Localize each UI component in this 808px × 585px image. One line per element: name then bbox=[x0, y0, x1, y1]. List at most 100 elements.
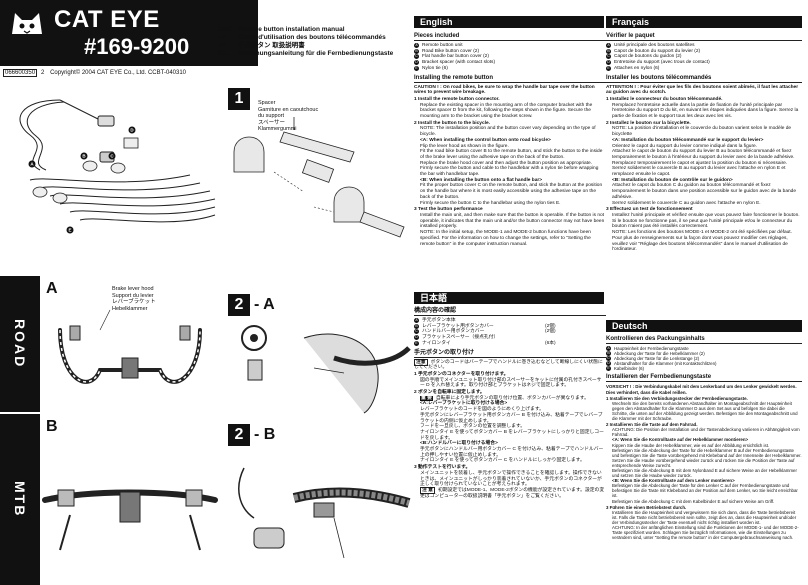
copyright-text: Copyright© 2004 CAT EYE Co., Ltd. CCBT-0… bbox=[50, 70, 186, 76]
french-step2a-item: Serrez solidement le couvercle B au supp… bbox=[612, 166, 786, 178]
french-step3-head: 3 Effectuez un test de fonctionnement bbox=[606, 207, 693, 213]
french-step2a-item: Orientez le capot du support du levier c… bbox=[612, 143, 758, 149]
french-step3-text: Installez l'unité principale et vérifiez… bbox=[612, 212, 800, 230]
spacer-label: Spacer Garniture en caoutchouc du suppor… bbox=[258, 100, 319, 132]
language-title-list: ENG: Remote button installation manual F… bbox=[218, 26, 414, 58]
japanese-step2a-item: 手元ボタンにレバーブラケット用ボタンカバー B を付け込み、粘着テープでレバーブ… bbox=[420, 412, 603, 424]
english-step1-head: 1 Install the remote button connector. bbox=[414, 96, 500, 102]
title-line-eng: ENG: Remote button installation manual bbox=[218, 26, 345, 33]
step1-illustration bbox=[233, 117, 405, 238]
french-step2-note: NOTE: La position d'installation et le c… bbox=[612, 126, 792, 138]
french-caution: ATTENTION ! : Pour éviter que les fils d… bbox=[606, 84, 799, 96]
part-letter-c: C bbox=[110, 154, 114, 159]
german-caution: VORSICHT ! : Die Verbindungskabel mit de… bbox=[606, 384, 797, 395]
german-step2a-item: Befestigen Sie die Abdeckung B mit dem N… bbox=[612, 467, 797, 479]
part-number: 066600350 bbox=[3, 69, 38, 77]
japanese-step1-head: 1 手元ボタンのコネクターを取り付けます。 bbox=[414, 371, 509, 377]
part-letter-b: B bbox=[82, 154, 86, 159]
french-heading: Français bbox=[606, 16, 802, 28]
step2b-label: 2 bbox=[228, 424, 250, 446]
english-step2-head: 2 Install the button to the bicycle. bbox=[414, 120, 490, 126]
english-heading: English bbox=[414, 16, 604, 28]
german-step2-head: 2 Installieren Sie die Taste auf dem Fah… bbox=[606, 422, 698, 428]
part-letter-d: D bbox=[130, 128, 134, 133]
german-step2-note: ACHTUNG: Die Position der Installation u… bbox=[612, 427, 800, 438]
english-step3-note: NOTE: In the initial setup, the MODE-1 a… bbox=[420, 230, 591, 247]
french-step3-note: NOTE: Les fonctions des boutons MODE-1 e… bbox=[612, 230, 792, 253]
french-step2a-head: <A: Installation du bouton télécommandé … bbox=[612, 137, 764, 143]
japanese-install-title: 手元ボタンの取り付け bbox=[414, 349, 606, 358]
japanese-heading: 日本語 bbox=[414, 292, 604, 304]
english-step2a-head: <A: When installing the control button o… bbox=[420, 137, 551, 143]
part-letter-a: A bbox=[30, 162, 34, 167]
step2b-illustration bbox=[238, 467, 411, 559]
step2a-sub: - A bbox=[254, 296, 275, 313]
mtb-handlebar-illustration bbox=[42, 489, 218, 551]
german-step2a-item: Kippen Sie die Haube der Hebelklammer, w… bbox=[612, 442, 770, 448]
step2b-sub: - B bbox=[254, 426, 276, 443]
revision-number: 2 bbox=[41, 70, 45, 76]
road-panel-letter: A bbox=[46, 280, 58, 297]
cat-logo-icon bbox=[12, 13, 42, 34]
header-band: CAT EYE #169-9200 bbox=[0, 0, 258, 66]
german-step1-text: Wechseln Sie den bereits vorhandenen Abs… bbox=[612, 400, 798, 422]
english-step2a-item: Firmly secure the button and cable to th… bbox=[420, 166, 599, 178]
japanese-step2-head: 2 ボタンを自転車に固定します。 bbox=[414, 390, 485, 396]
english-step2a-item: Flip the lever hood as shown in the figu… bbox=[420, 143, 509, 149]
french-step2b-item: Serrez solidement le couvercle C au guid… bbox=[612, 200, 761, 206]
english-step3-head: 3 Test the button performance bbox=[414, 207, 483, 213]
german-install-title: Installieren der Fernbedienungstaste bbox=[606, 373, 802, 383]
japanese-step2a-head: <A:レバーブラケットに取り付ける場合> bbox=[420, 401, 508, 407]
title-line-ge: GE: Bedienungsanleitung für die Fernbedi… bbox=[218, 50, 394, 57]
japanese-step2b-item: 手元ボタンにハンドルバー用ボタンカバー C を付け込み、粘着テープでハンドルバー… bbox=[420, 447, 604, 458]
german-step2a-item: Setzen Sie die Haube vorübergehend wiede… bbox=[612, 457, 795, 468]
road-handlebar-illustration bbox=[58, 309, 202, 384]
english-step3-text: Install the main unit, and then make sur… bbox=[420, 212, 605, 230]
japanese-step2-note: 重 要自転車により手元ボタンの取り付け位置、ボタンカバーが異なります。 bbox=[420, 395, 589, 401]
german-step3-note: ACHTUNG: In der anfänglichen Einstellung… bbox=[612, 525, 799, 541]
mtb-tab: MTB bbox=[0, 414, 40, 585]
french-step2b-head: <B: Installation du bouton de contrôle s… bbox=[612, 177, 733, 183]
french-step2-head: 2 Installez le bouton sur la bicyclette. bbox=[606, 120, 691, 126]
english-step2-note: NOTE: The installation position and the … bbox=[420, 126, 596, 138]
japanese-step1-text: 図の手順でメインユニット取り付け部のスペーサーをキットに付属の孔付きスペーサー … bbox=[420, 377, 602, 389]
brand-name: CAT EYE bbox=[54, 6, 160, 33]
step2a-label: 2 bbox=[228, 294, 250, 316]
english-step2b-item: Fit the proper button cover C on the rem… bbox=[420, 183, 603, 200]
french-step2b-item: Attachez le capot du bouton C du guidon … bbox=[612, 183, 797, 200]
english-caution: CAUTION ! : On road bikes, be sure to wr… bbox=[414, 84, 595, 96]
english-step2a-item: Fit the road bike button cover B to the … bbox=[420, 149, 603, 160]
french-pieces-title: Vérifier le paquet bbox=[606, 32, 802, 41]
english-step2a-item: Replace the brake hood cover and then ad… bbox=[420, 160, 593, 166]
title-line-jp: JP: 手元ボタン 取扱説明書 bbox=[218, 42, 305, 49]
brake-lever-label: Brake lever hood Support du levier レバーブラ… bbox=[112, 286, 156, 312]
french-step2a-item: Attachez le capot de bouton du support d… bbox=[612, 149, 795, 160]
german-step2b-item: Befestigen Sie die Abdeckung C mit dem K… bbox=[612, 498, 775, 504]
english-pieces-title: Pieces included bbox=[414, 32, 606, 41]
japanese-pieces-title: 構成内容の確認 bbox=[414, 307, 606, 316]
french-step1-text: Remplacez l'entretoise actuelle dans la … bbox=[612, 102, 799, 120]
german-step3-text: Installieren Sie die Haupteinheit und ve… bbox=[612, 509, 797, 525]
mtb-panel-letter: B bbox=[46, 418, 58, 435]
